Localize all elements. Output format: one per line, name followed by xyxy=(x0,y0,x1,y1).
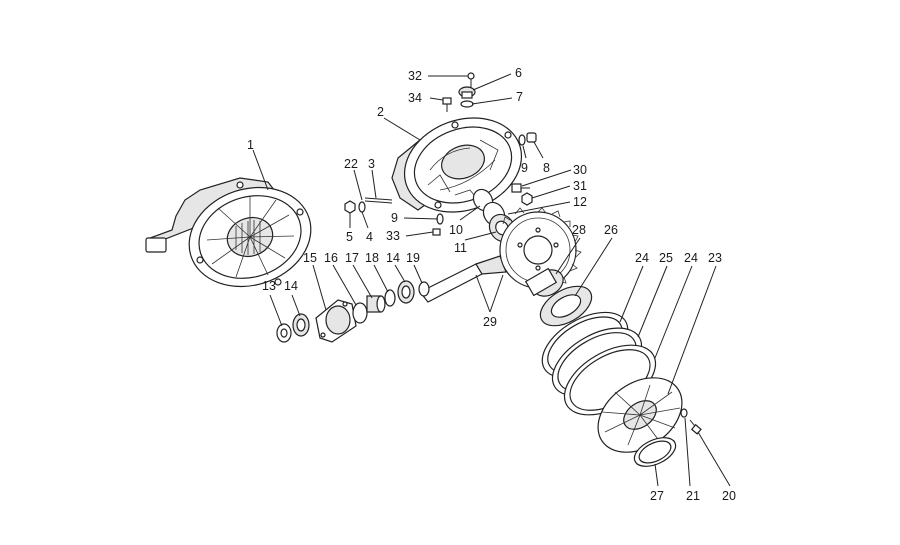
callout-9-top: 9 xyxy=(521,161,528,175)
callout-16: 16 xyxy=(324,251,338,265)
callout-18: 18 xyxy=(365,251,379,265)
stud-22-3 xyxy=(364,197,393,204)
bearing-14b xyxy=(397,280,415,304)
leader-lines xyxy=(252,73,731,487)
callout-23: 23 xyxy=(708,251,722,265)
washer-4 xyxy=(358,201,366,213)
oring-7 xyxy=(460,100,474,108)
callout-7: 7 xyxy=(516,90,523,104)
disc-26 xyxy=(539,285,593,327)
callout-27: 27 xyxy=(650,489,664,503)
screw-20 xyxy=(689,419,702,435)
callout-12: 12 xyxy=(573,195,587,209)
nut-31 xyxy=(521,192,533,206)
ring-27 xyxy=(633,437,677,467)
callout-24-right: 24 xyxy=(684,251,698,265)
callout-14-left: 14 xyxy=(284,279,298,293)
bolt-30 xyxy=(511,183,530,193)
washer-21 xyxy=(680,408,688,418)
filler-cap-6 xyxy=(458,86,476,99)
ring-19 xyxy=(418,281,430,297)
callout-5: 5 xyxy=(346,230,353,244)
washer-9a xyxy=(518,134,526,146)
callout-20: 20 xyxy=(722,489,736,503)
callout-9-left: 9 xyxy=(391,211,398,225)
callout-33: 33 xyxy=(386,229,400,243)
callout-10: 10 xyxy=(449,223,463,237)
callout-24-left: 24 xyxy=(635,251,649,265)
ring-18 xyxy=(384,289,396,307)
nut-5 xyxy=(344,200,356,214)
plug-8 xyxy=(526,132,537,143)
callout-6: 6 xyxy=(515,66,522,80)
callout-13: 13 xyxy=(262,279,276,293)
hub-28 xyxy=(524,267,564,297)
callout-4: 4 xyxy=(366,230,373,244)
callout-14-right: 14 xyxy=(386,251,400,265)
callout-labels: 1 2 3 22 5 4 32 6 34 7 9 8 9 33 10 11 30… xyxy=(247,66,736,503)
central-housing xyxy=(391,117,523,213)
callout-11: 11 xyxy=(454,241,467,255)
callout-19: 19 xyxy=(406,251,420,265)
brake-disc-23 xyxy=(597,377,683,453)
left-housing-cover xyxy=(145,177,312,288)
callout-2: 2 xyxy=(377,105,384,119)
callout-32: 32 xyxy=(408,69,422,83)
callout-8: 8 xyxy=(543,161,550,175)
callout-30: 30 xyxy=(573,163,587,177)
bolt-34 xyxy=(442,97,452,112)
ring-16 xyxy=(352,302,368,324)
screw-33 xyxy=(432,228,441,236)
callout-26: 26 xyxy=(604,223,618,237)
callout-22: 22 xyxy=(344,157,358,171)
spacer-17 xyxy=(366,295,386,313)
flange-15 xyxy=(315,299,357,343)
callout-25: 25 xyxy=(659,251,673,265)
callout-21: 21 xyxy=(686,489,700,503)
gear-set-29 xyxy=(419,207,582,303)
callout-17: 17 xyxy=(345,251,359,265)
nut-13 xyxy=(276,323,292,343)
callout-31: 31 xyxy=(573,179,587,193)
callout-3: 3 xyxy=(368,157,375,171)
callout-1: 1 xyxy=(247,138,254,152)
callout-15: 15 xyxy=(303,251,317,265)
callout-28: 28 xyxy=(572,223,586,237)
bearing-14a xyxy=(292,313,310,337)
callout-34: 34 xyxy=(408,91,422,105)
callout-29: 29 xyxy=(483,315,497,329)
top-screw-32 xyxy=(467,72,475,87)
